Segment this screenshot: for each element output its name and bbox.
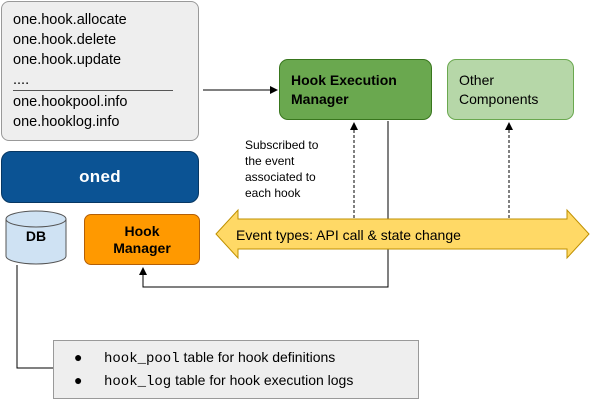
api-separator (13, 90, 173, 91)
event-types-label: Event types: API call & state change (236, 227, 461, 243)
db-label: DB (25, 228, 47, 244)
table-item: ● hook_log table for hook execution logs (74, 372, 353, 390)
api-line: one.hook.delete (13, 32, 117, 48)
api-calls-box: one.hook.allocate one.hook.delete one.ho… (1, 1, 199, 141)
table-name: hook_log (104, 374, 172, 390)
db-tables-connector (16, 265, 53, 369)
table-description: table for hook definitions (179, 349, 336, 365)
bullet-icon: ● (74, 372, 83, 388)
api-line: one.hook.update (13, 52, 122, 68)
other-components-box: Other Components (447, 59, 574, 120)
db-tables-box: ● hook_pool table for hook definitions ● h… (53, 340, 419, 399)
api-line: one.hook.allocate (13, 12, 127, 28)
table-description: table for hook execution logs (171, 372, 354, 388)
api-line: one.hookpool.info (13, 94, 128, 110)
bullet-icon: ● (74, 349, 83, 365)
event-types-arrow (215, 208, 590, 260)
oned-label: oned (79, 167, 121, 186)
hook-manager-box: Hook Manager (84, 214, 200, 265)
hem-to-hook-manager-arrow (139, 121, 389, 288)
oned-box: oned (1, 151, 199, 203)
table-name: hook_pool (104, 351, 180, 367)
hook-execution-manager-box: Hook Execution Manager (279, 59, 432, 120)
other-components-label: Other Components (459, 72, 539, 107)
subscribed-note: Subscribed to the event associated to ea… (245, 138, 319, 200)
hook-manager-label: Hook Manager (113, 222, 171, 256)
api-line: .... (13, 72, 30, 88)
table-item: ● hook_pool table for hook definitions (74, 349, 335, 367)
api-line: one.hooklog.info (13, 114, 120, 130)
db-cylinder (5, 210, 67, 265)
hook-execution-manager-label: Hook Execution Manager (291, 72, 397, 107)
